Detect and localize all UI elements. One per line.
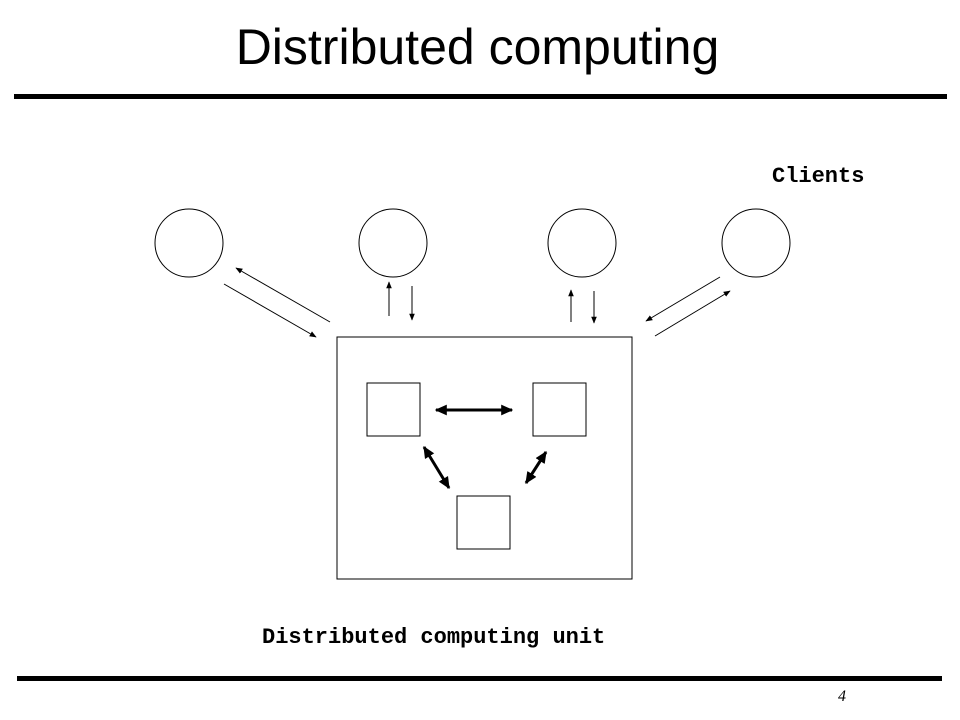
unit-node-bottom <box>456 495 511 550</box>
page-number: 4 <box>838 688 846 705</box>
client-node-2 <box>358 208 428 278</box>
client-node-4 <box>721 208 791 278</box>
arrow-client-4-to-unit <box>645 276 721 322</box>
client-node-3 <box>547 208 617 278</box>
arrow-client-1-to-unit <box>223 283 317 338</box>
arrow-unit-to-client-4 <box>654 290 731 337</box>
arrow-unit-to-client-1 <box>235 267 331 323</box>
top-divider <box>14 94 947 99</box>
unit-node-right <box>532 382 587 437</box>
link-right-bottom <box>524 450 548 485</box>
link-left-bottom <box>422 445 451 490</box>
clients-label: Clients <box>772 164 865 189</box>
computing-unit-label: Distributed computing unit <box>262 625 606 650</box>
bottom-divider <box>17 676 942 681</box>
slide-title: Distributed computing <box>235 19 720 75</box>
client-node-1 <box>154 208 224 278</box>
unit-node-left <box>366 382 421 437</box>
